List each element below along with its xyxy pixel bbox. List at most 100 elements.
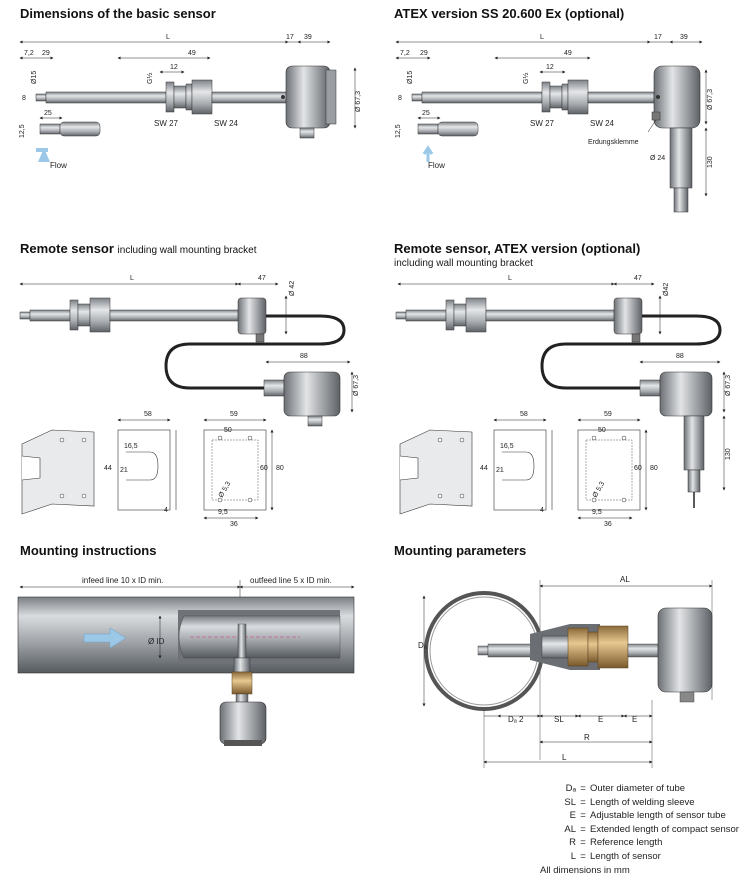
title-remote-atex: Remote sensor, ATEX version (optional) <box>394 241 641 256</box>
remote-atex-dim-44: 44 <box>480 465 488 472</box>
legend-key: E <box>569 810 576 822</box>
title-remote-sensor: Remote sensor including wall mounting br… <box>20 241 257 256</box>
legend-text: Extended length of compact sensor <box>590 823 739 835</box>
legend-key: SL <box>564 796 576 808</box>
remote-atex-dim-4: 4 <box>540 507 544 514</box>
legend-footer: All dimensions in mm <box>540 864 630 876</box>
mounting-infeed-label: infeed line 10 x ID min. <box>82 576 163 585</box>
atex-dim-39: 39 <box>680 34 688 41</box>
legend-equals: = <box>580 823 586 835</box>
subtitle-remote-atex: including wall mounting bracket <box>394 258 533 269</box>
basic-dim-67: Ø 67,3 <box>355 91 362 112</box>
remote-atex-sensor-drawing <box>395 282 726 520</box>
remote-atex-dim-9-5: 9,5 <box>592 509 602 516</box>
remote-atex-dim-80: 80 <box>650 465 658 472</box>
params-R: R <box>584 733 590 742</box>
remote-atex-dim-50: 50 <box>598 427 606 434</box>
basic-label-flow: Flow <box>50 161 67 170</box>
atex-sensor-drawing <box>395 40 708 213</box>
legend-equals: = <box>580 837 586 849</box>
basic-dim-17: 17 <box>286 34 294 41</box>
legend-text: Adjustable length of sensor tube <box>590 810 726 822</box>
basic-dim-7-2: 7,2 <box>24 50 34 57</box>
remote-atex-dim-67: Ø 67,3 <box>725 375 732 396</box>
remote-atex-dim-L: L <box>508 275 512 282</box>
atex-dim-17: 17 <box>654 34 662 41</box>
atex-label-earth: Erdungsklemme <box>588 139 639 146</box>
basic-dim-8: 8 <box>22 95 26 102</box>
legend-equals: = <box>580 850 586 862</box>
remote-atex-dim-21: 21 <box>496 467 504 474</box>
remote-dim-50: 50 <box>224 427 232 434</box>
atex-dim-8: 8 <box>398 95 402 102</box>
atex-dim-d15: Ø15 <box>407 71 414 84</box>
remote-atex-dim-58: 58 <box>520 411 528 418</box>
remote-atex-dim-60: 60 <box>634 465 642 472</box>
remote-dim-42: Ø 42 <box>289 281 296 296</box>
legend-item: E = Adjustable length of sensor tube <box>540 809 739 823</box>
remote-atex-dim-5-3: Ø 5,3 <box>592 481 607 499</box>
title-remote-sensor-main: Remote sensor <box>20 241 114 256</box>
remote-dim-21: 21 <box>120 467 128 474</box>
legend-equals: = <box>580 810 586 822</box>
title-mounting-instructions: Mounting instructions <box>20 543 157 558</box>
remote-dim-5-3: Ø 5,3 <box>218 481 233 499</box>
legend-text: Length of welding sleeve <box>590 796 695 808</box>
title-atex-version: ATEX version SS 20.600 Ex (optional) <box>394 6 625 21</box>
mounting-instructions-drawing <box>17 580 355 746</box>
basic-dim-d15: Ø15 <box>31 71 38 84</box>
atex-dim-12-5: 12,5 <box>395 124 402 138</box>
remote-dim-44: 44 <box>104 465 112 472</box>
remote-dim-60: 60 <box>260 465 268 472</box>
atex-dim-g12: G½ <box>522 73 530 84</box>
params-DA: Dₐ <box>418 641 428 650</box>
remote-atex-dim-59: 59 <box>604 411 612 418</box>
remote-dim-36: 36 <box>230 521 238 528</box>
params-E-mid: E <box>598 715 603 724</box>
remote-atex-dim-16-5: 16,5 <box>500 443 514 450</box>
atex-label-d24: Ø 24 <box>650 155 665 162</box>
remote-dim-59: 59 <box>230 411 238 418</box>
mounting-parameters-drawing <box>422 580 713 768</box>
remote-dim-88: 88 <box>300 353 308 360</box>
legend-text: Outer diameter of tube <box>590 783 686 794</box>
legend-item: R=Reference length <box>540 836 739 850</box>
atex-label-sw27: SW 27 <box>530 119 555 128</box>
legend-item: AL = Extended length of compact sensor <box>540 823 739 837</box>
legend-key: R <box>569 837 576 849</box>
remote-atex-dim-130: 130 <box>725 448 732 460</box>
atex-dim-130: 130 <box>707 156 714 168</box>
atex-dim-49: 49 <box>564 50 572 57</box>
basic-dim-g12: G½ <box>146 73 154 84</box>
atex-dim-L: L <box>540 34 544 41</box>
remote-dim-9-5: 9,5 <box>218 509 228 516</box>
atex-dim-7-2: 7,2 <box>400 50 410 57</box>
atex-dim-67: Ø 67,3 <box>707 89 714 110</box>
legend-key: AL <box>564 823 576 835</box>
remote-dim-16-5: 16,5 <box>124 443 138 450</box>
mounting-outfeed-label: outfeed line 5 x ID min. <box>250 576 332 585</box>
title-basic-sensor: Dimensions of the basic sensor <box>20 6 216 21</box>
atex-label-sw24: SW 24 <box>590 119 615 128</box>
legend-equals: = <box>580 796 586 808</box>
atex-dim-12: 12 <box>546 64 554 71</box>
remote-sensor-drawing <box>19 282 354 520</box>
title-remote-sensor-sub: including wall mounting bracket <box>117 245 257 256</box>
remote-dim-58: 58 <box>144 411 152 418</box>
remote-atex-dim-88: 88 <box>676 353 684 360</box>
legend-key: L <box>570 850 576 862</box>
params-L: L <box>562 753 567 762</box>
title-mounting-parameters: Mounting parameters <box>394 543 527 558</box>
basic-dim-29: 29 <box>42 50 50 57</box>
legend-item: L=Length of sensor <box>540 850 739 864</box>
basic-dim-25: 25 <box>44 110 52 117</box>
mounting-id-label: Ø ID <box>148 637 165 646</box>
legend-key: Dₐ <box>565 783 576 794</box>
remote-atex-dim-36: 36 <box>604 521 612 528</box>
basic-dim-12-5: 12,5 <box>19 124 26 138</box>
legend-equals: = <box>580 783 586 794</box>
remote-atex-dim-42: Ø42 <box>663 283 670 296</box>
basic-dim-39: 39 <box>304 34 312 41</box>
